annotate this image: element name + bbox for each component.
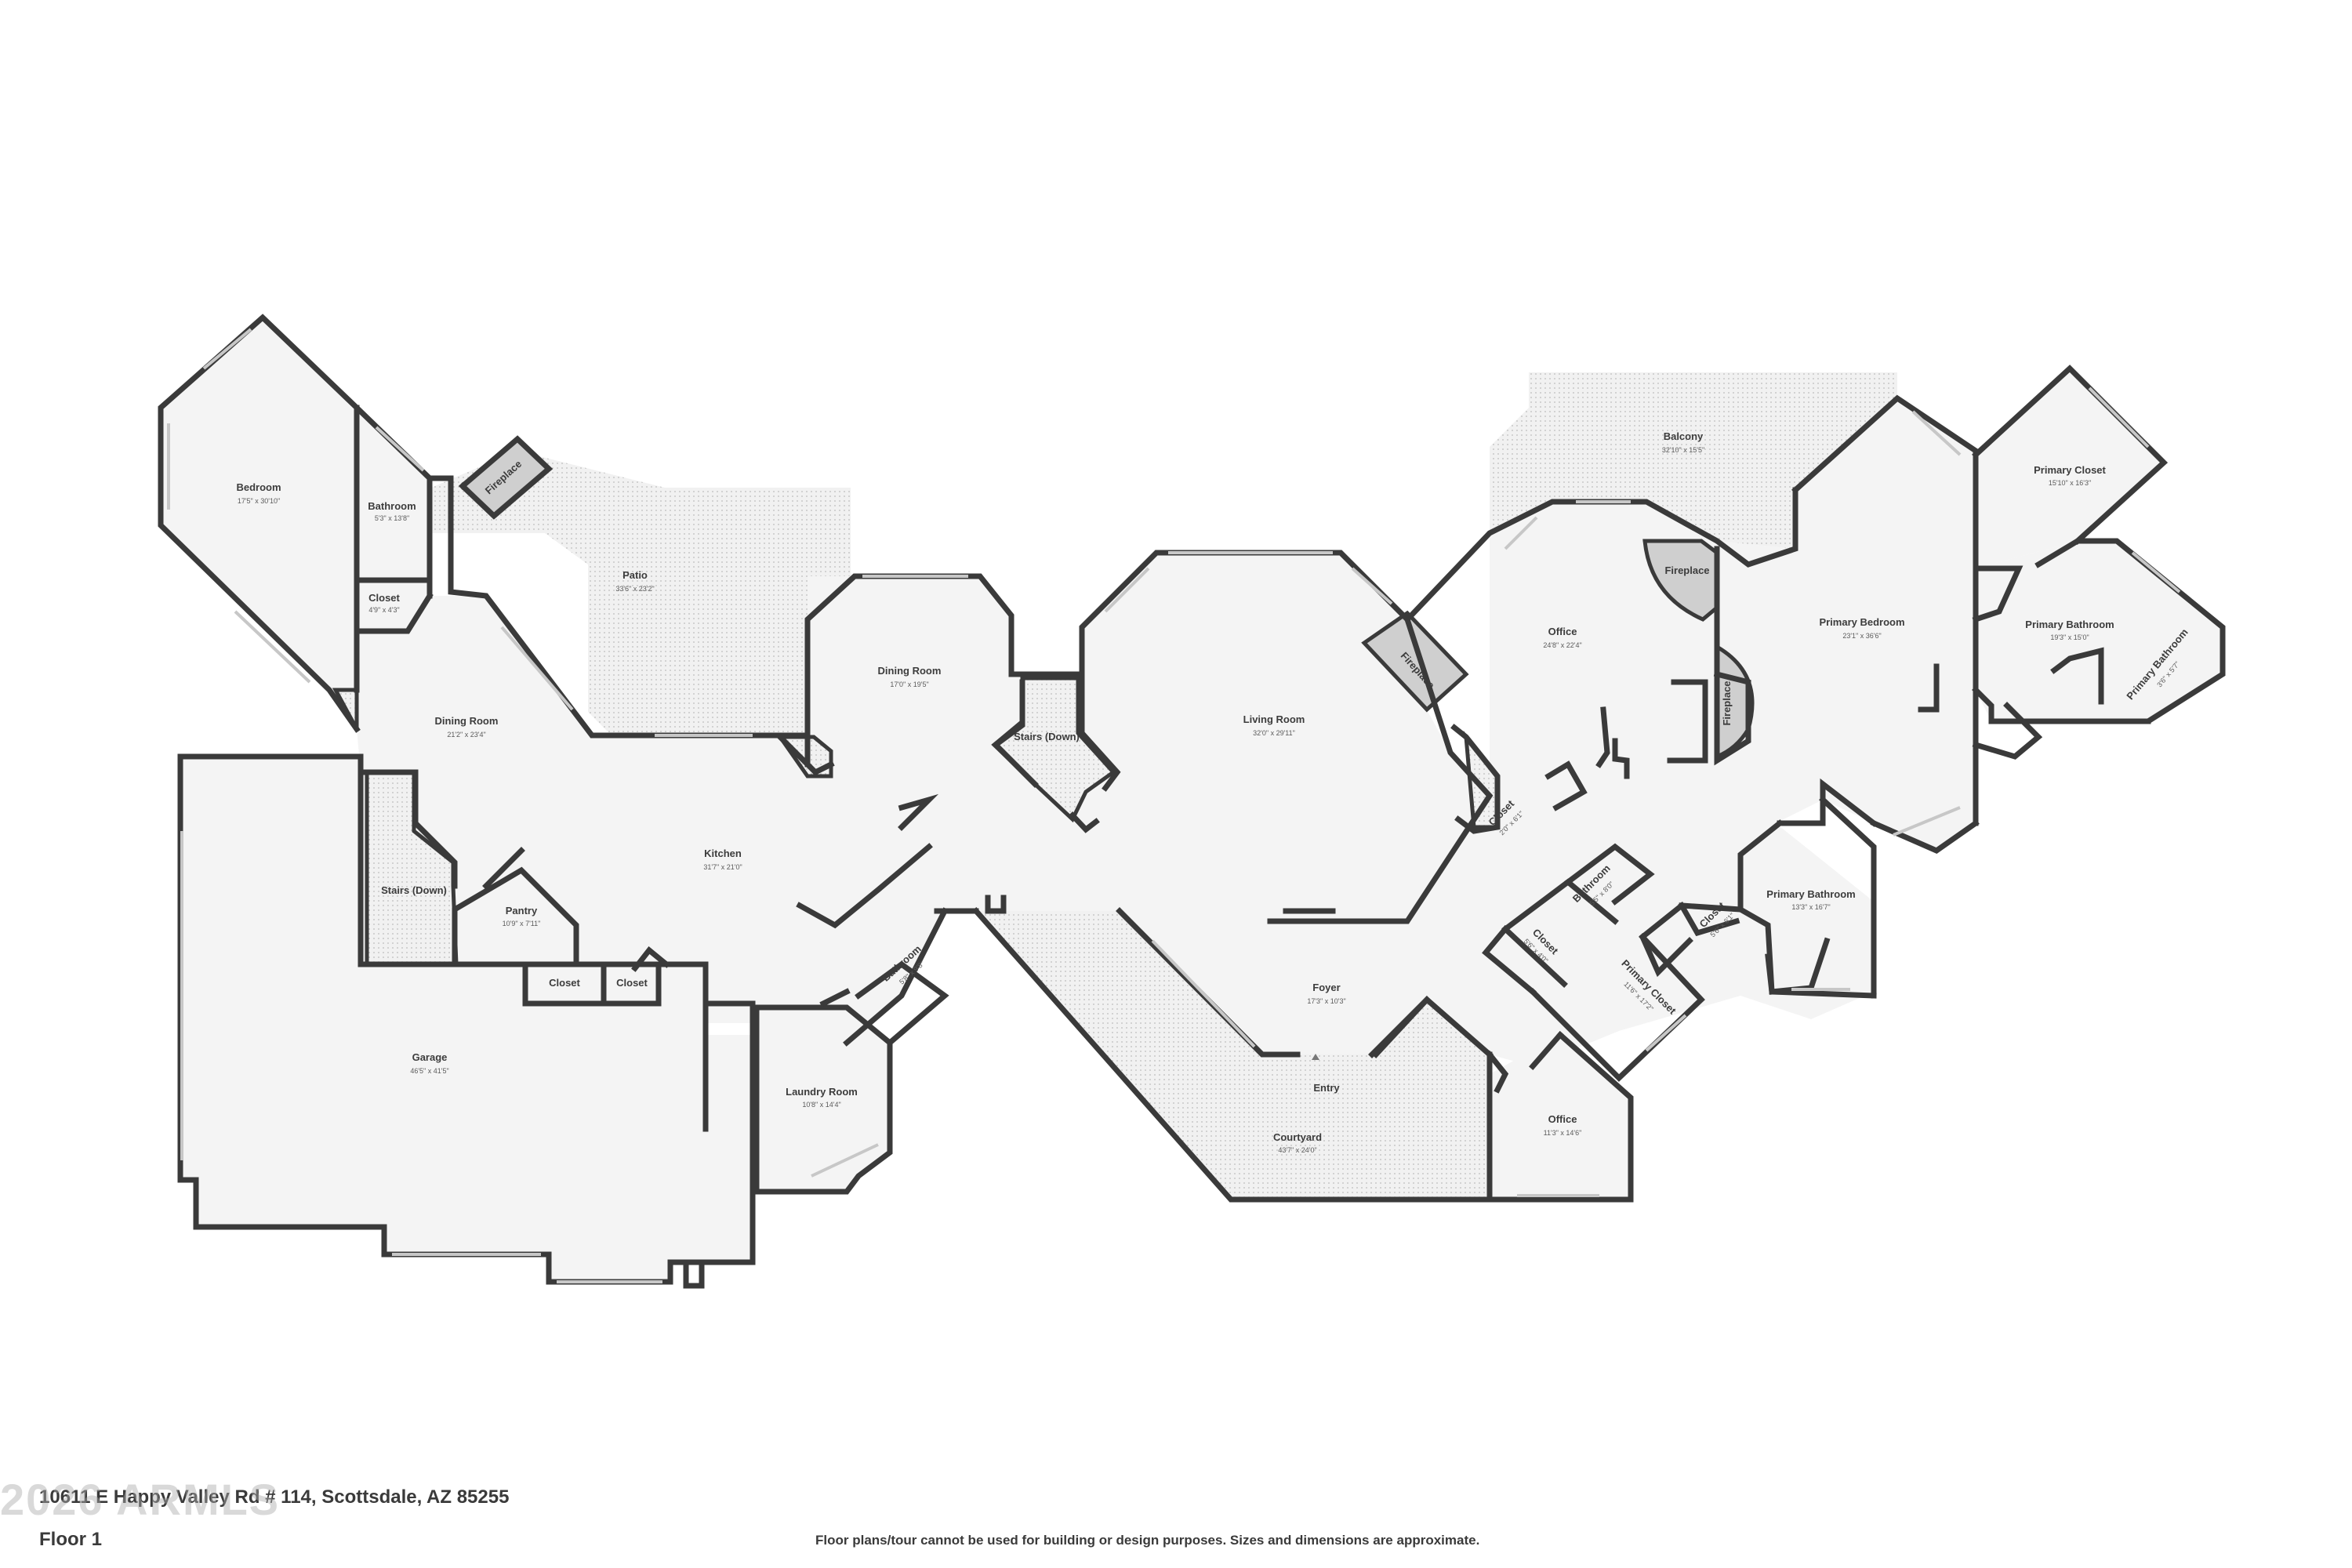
label-kitchen: Kitchen [704, 848, 742, 859]
label-closet-a: Closet [549, 977, 580, 989]
label-closet-b: Closet [616, 977, 648, 989]
label-stairs-w: Stairs (Down) [381, 884, 447, 896]
property-address: 10611 E Happy Valley Rd # 114, Scottsdal… [39, 1486, 510, 1508]
label-closet-w: Closet [368, 592, 400, 604]
label-laundry: Laundry Room [786, 1086, 858, 1098]
dim-kitchen: 31'7" x 21'0" [703, 863, 742, 871]
disclaimer: Floor plans/tour cannot be used for buil… [815, 1533, 1480, 1548]
label-stairs-c: Stairs (Down) [1014, 731, 1080, 742]
dim-primary-closet-ne: 15'10" x 16'3" [2049, 479, 2091, 487]
windows [167, 328, 2181, 1283]
label-courtyard: Courtyard [1273, 1131, 1322, 1143]
floor-label: Floor 1 [39, 1529, 103, 1550]
entry-arrow-icon [1312, 1054, 1319, 1060]
dim-primary-bed: 23'1" x 36'6" [1842, 632, 1881, 640]
dim-dining-w: 21'2" x 23'4" [447, 731, 485, 739]
dim-closet-w: 4'9" x 4'3" [368, 606, 399, 614]
dim-patio: 33'6" x 23'2" [615, 585, 654, 593]
laundry-fill [757, 1007, 890, 1192]
label-patio: Patio [622, 569, 648, 581]
dim-pantry: 10'9" x 7'11" [503, 920, 541, 927]
label-pantry: Pantry [506, 905, 538, 916]
dim-courtyard: 43'7" x 24'0" [1278, 1146, 1316, 1154]
label-primary-bath-e: Primary Bathroom [2025, 619, 2114, 630]
dim-office-n: 24'8" x 22'4" [1543, 641, 1581, 649]
label-bedroom: Bedroom [236, 481, 281, 493]
dim-dining-c: 17'0" x 19'5" [890, 681, 928, 688]
label-balcony: Balcony [1664, 430, 1704, 442]
label-garage: Garage [412, 1051, 448, 1063]
label-fp-primary: Fireplace [1721, 681, 1733, 725]
patio-area [431, 451, 851, 735]
dim-bath-w: 5'3" x 13'8" [375, 514, 409, 522]
mls-watermark: 2026 ARMLS [0, 1475, 281, 1524]
fireplace-living [1361, 610, 1469, 713]
walls [158, 314, 2226, 1289]
bedroom-fill [161, 318, 357, 729]
dim-bedroom: 17'5" x 30'10" [238, 497, 280, 505]
dim-laundry: 10'8" x 14'4" [802, 1101, 840, 1109]
dim-office-s: 11'3" x 14'6" [1544, 1129, 1582, 1137]
primary-bath-e-fill [1976, 541, 2223, 721]
dim-living: 32'0" x 29'11" [1253, 729, 1295, 737]
dim-primary-bath-e: 19'3" x 15'0" [2050, 633, 2089, 641]
dim-garage: 46'5" x 41'5" [410, 1067, 448, 1075]
label-primary-bath-s: Primary Bathroom [1766, 888, 1855, 900]
label-dining-w: Dining Room [435, 715, 499, 727]
label-dining-c: Dining Room [878, 665, 942, 677]
office-south-fill [1490, 1035, 1631, 1200]
main-house-fill [357, 398, 1976, 1074]
label-entry: Entry [1313, 1082, 1340, 1094]
label-bath-w: Bathroom [368, 500, 416, 512]
label-office-s: Office [1548, 1113, 1577, 1125]
label-living: Living Room [1243, 713, 1305, 725]
dim-primary-bath-s: 13'3" x 16'7" [1791, 903, 1830, 911]
label-fp-office: Fireplace [1664, 564, 1709, 576]
label-primary-closet-ne: Primary Closet [2034, 464, 2106, 476]
label-office-n: Office [1548, 626, 1577, 637]
label-primary-bed: Primary Bedroom [1819, 616, 1904, 628]
courtyard-area [976, 911, 1490, 1200]
garage-fill [180, 757, 753, 1282]
dim-foyer: 17'3" x 10'3" [1307, 997, 1345, 1005]
label-foyer: Foyer [1312, 982, 1340, 993]
dim-balcony: 32'10" x 15'5" [1662, 446, 1704, 454]
